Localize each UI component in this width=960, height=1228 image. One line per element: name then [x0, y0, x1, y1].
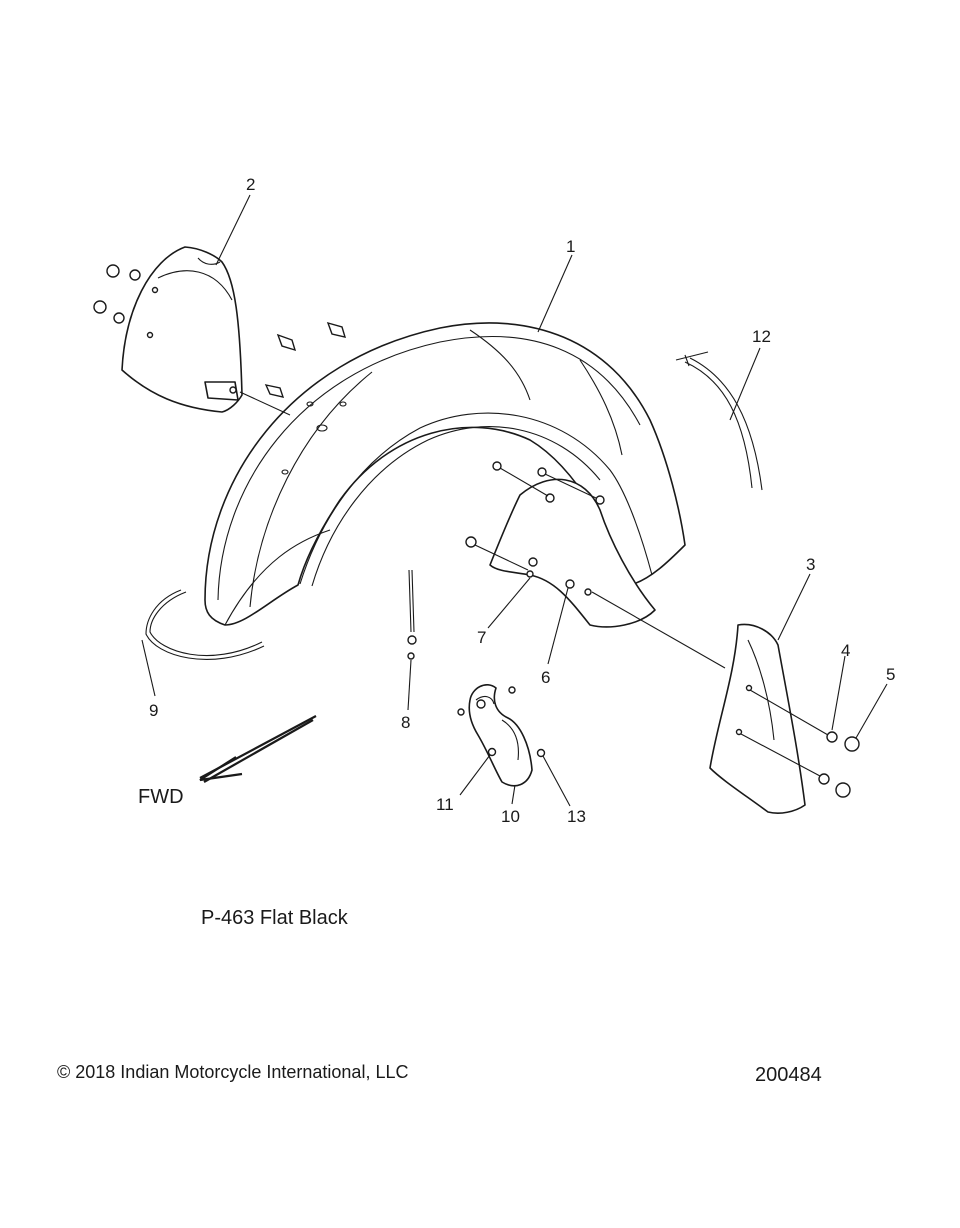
paint-note: P-463 Flat Black — [201, 907, 349, 929]
trim-strip — [675, 351, 763, 491]
callout-2: 2 — [246, 175, 255, 194]
callout-7: 7 — [477, 628, 486, 647]
callout-11: 11 — [436, 795, 454, 814]
left-side-cover — [121, 246, 243, 413]
callout-3: 3 — [806, 555, 815, 574]
copyright-notice: © 2018 Indian Motorcycle International, … — [57, 1062, 408, 1082]
callout-4: 4 — [841, 641, 850, 660]
callout-leaders — [141, 194, 888, 807]
callout-1: 1 — [566, 237, 575, 256]
callout-5: 5 — [886, 665, 895, 684]
plate-bracket — [457, 684, 533, 787]
right-side-cover — [709, 623, 806, 814]
figure-number: 200484 — [755, 1064, 822, 1086]
fender-mounting-bracket — [489, 478, 656, 628]
callout-13: 13 — [567, 807, 586, 826]
callout-12: 12 — [752, 327, 771, 346]
fwd-label: FWD — [138, 786, 184, 808]
forward-direction-arrow — [199, 715, 317, 783]
callout-6: 6 — [541, 668, 550, 687]
callout-10: 10 — [501, 807, 520, 826]
hardware — [93, 264, 860, 798]
wire-harness — [407, 569, 417, 660]
edge-trim — [145, 589, 265, 660]
callout-9: 9 — [149, 701, 158, 720]
callout-8: 8 — [401, 713, 410, 732]
